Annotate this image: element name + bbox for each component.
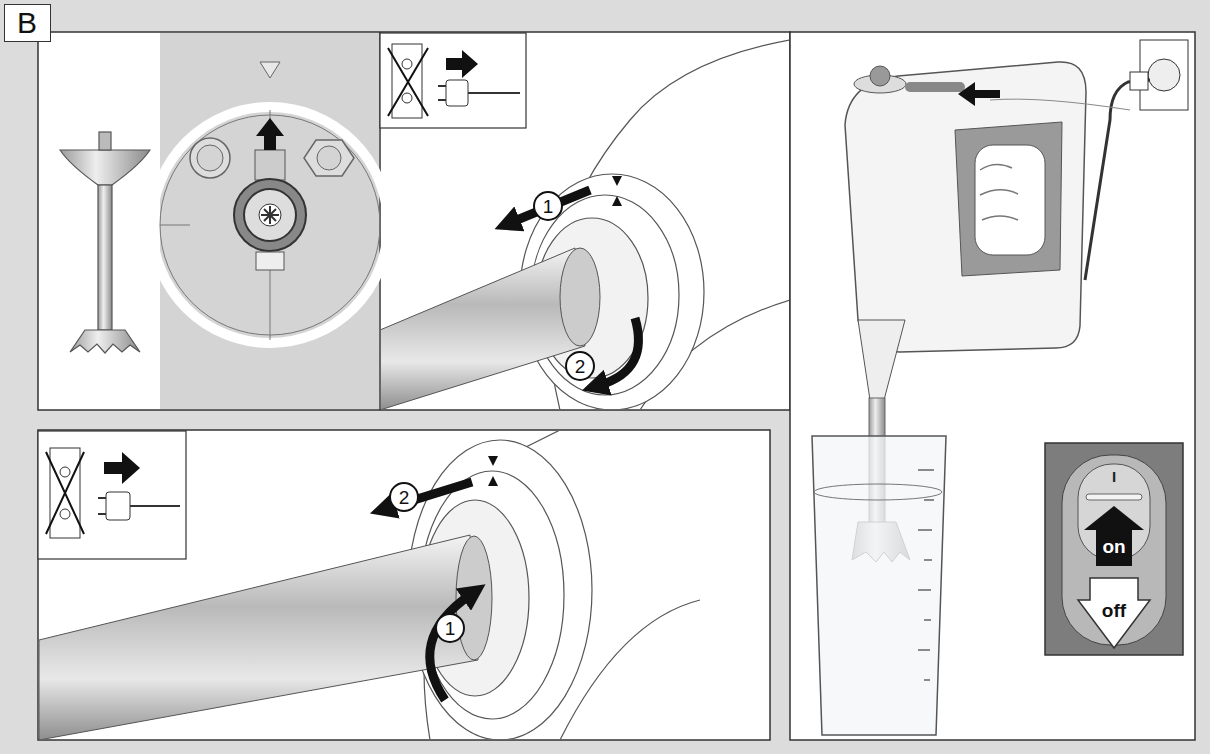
panel — [790, 32, 1195, 740]
switch-panel: Ion off — [1045, 443, 1183, 655]
panel — [38, 32, 790, 410]
switch-position-mark: I — [1112, 469, 1116, 484]
callout-number: 1 — [543, 197, 554, 216]
callout-number: 1 — [445, 619, 456, 638]
detail-ground — [160, 33, 379, 409]
figure-letter: B — [17, 8, 37, 38]
unplug-icon — [380, 33, 526, 128]
callout-number: 2 — [399, 488, 410, 507]
switch-label: on — [1102, 537, 1125, 556]
callout-circles — [390, 192, 594, 642]
blender-shaft-icon — [60, 132, 150, 353]
panel — [38, 430, 770, 740]
hand-blender-in-use — [812, 40, 1188, 735]
detach-shaft-view — [39, 431, 700, 739]
unplug-icon — [38, 431, 186, 559]
switch-label: off — [1102, 601, 1126, 620]
figure-letter-box: B — [4, 4, 51, 42]
callout-number: 2 — [575, 357, 586, 376]
switch-inset — [1045, 443, 1183, 655]
coupling-detail — [152, 62, 388, 343]
